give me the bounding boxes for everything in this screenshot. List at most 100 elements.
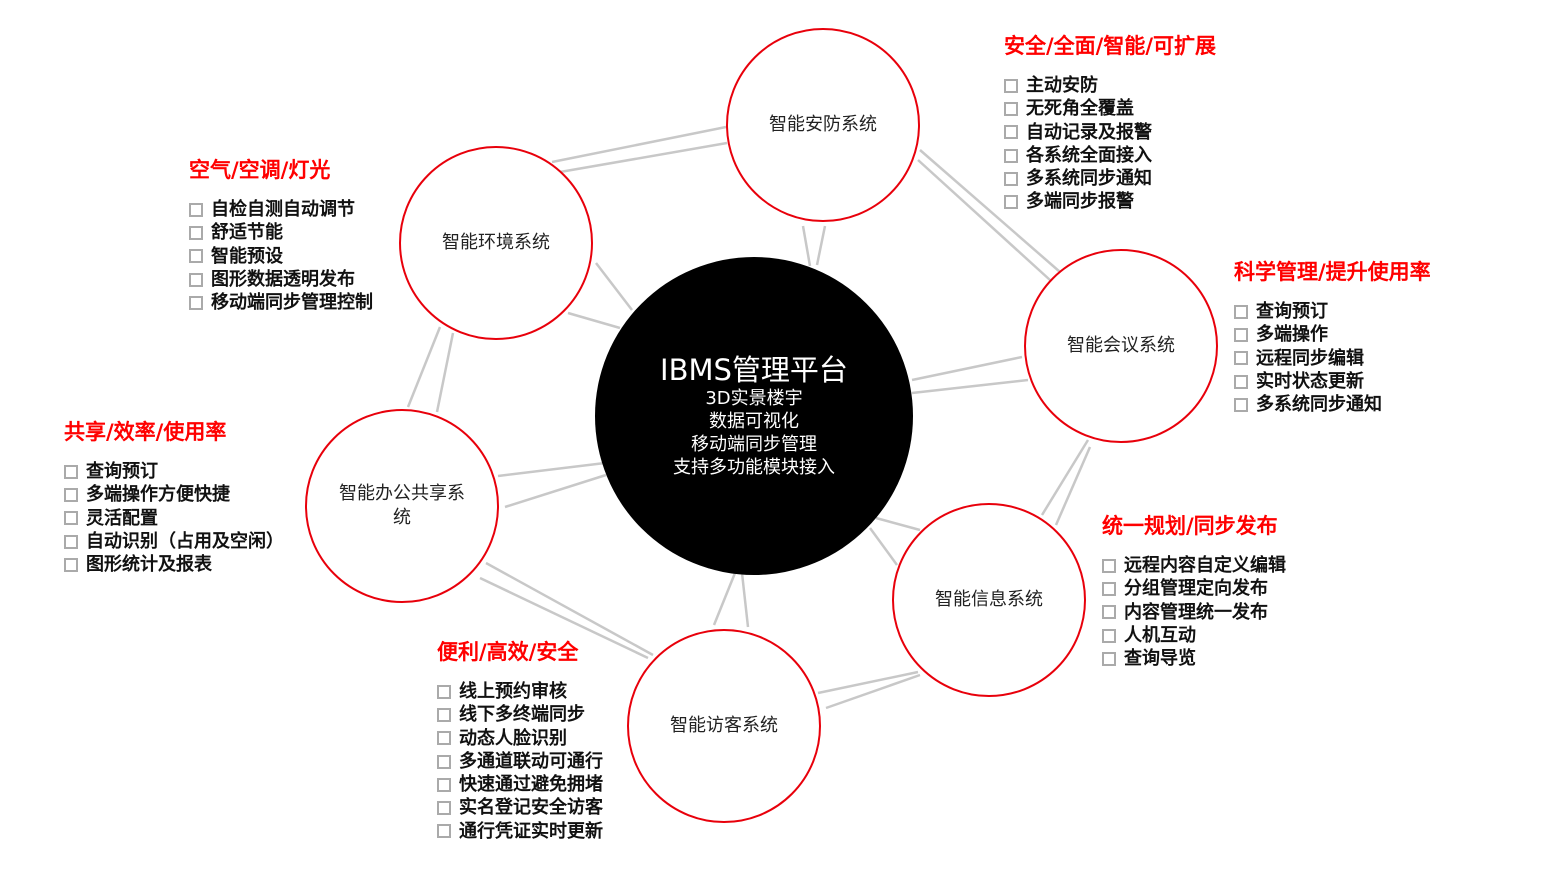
feature-item: 动态人脸识别 [437,727,603,750]
feature-label: 自动识别（占用及空闲） [86,530,284,552]
hub-line: 3D实景楼宇 [705,388,803,409]
node-meeting: 智能会议系统 [1024,249,1218,443]
group-office: 共享/效率/使用率 查询预订多端操作方便快捷灵活配置自动识别（占用及空闲）图形统… [64,416,284,576]
feature-item: 主动安防 [1004,74,1216,97]
checkbox-icon [64,534,78,549]
feature-item: 分组管理定向发布 [1102,577,1286,600]
feature-item: 人机互动 [1102,624,1286,647]
group-title: 统一规划/同步发布 [1102,514,1278,538]
group-visitor: 便利/高效/安全 线上预约审核线下多终端同步动态人脸识别多通道联动可通行快速通过… [437,636,603,843]
checkbox-icon [1004,148,1018,163]
checkbox-icon [437,824,451,839]
hub-line: 支持多功能模块接入 [673,457,835,478]
feature-label: 舒适节能 [211,222,283,244]
feature-item: 智能预设 [189,245,373,268]
feature-item: 自检自测自动调节 [189,198,373,221]
feature-label: 自动记录及报警 [1026,121,1152,143]
feature-label: 人机互动 [1124,624,1196,646]
feature-label: 线上预约审核 [459,681,567,702]
feature-label: 移动端同步管理控制 [211,292,373,314]
checkbox-icon [189,225,203,240]
checkbox-icon [64,464,78,479]
checkbox-icon [1102,581,1116,596]
feature-label: 无死角全覆盖 [1026,98,1134,120]
feature-label: 实名登记安全访客 [459,797,603,819]
checkbox-icon [64,487,78,502]
feature-label: 线下多终端同步 [459,704,585,726]
checkbox-icon [1234,304,1248,319]
feature-label: 多端操作方便快捷 [86,484,230,506]
feature-item: 图形统计及报表 [64,553,284,576]
checkbox-icon [437,801,451,816]
checkbox-icon [1234,374,1248,389]
feature-item: 查询预订 [1234,300,1431,323]
feature-label: 图形统计及报表 [86,554,212,576]
feature-item: 图形数据透明发布 [189,268,373,291]
hub-title: IBMS管理平台 [660,353,848,387]
checkbox-icon [1234,351,1248,366]
feature-item: 查询预订 [64,460,284,483]
checkbox-icon [437,684,451,699]
node-office: 智能办公共享系统 [305,409,499,603]
feature-label: 多通道联动可通行 [459,750,603,772]
checkbox-icon [189,272,203,287]
feature-label: 查询预订 [86,461,158,482]
group-meeting: 科学管理/提升使用率 查询预订多端操作远程同步编辑实时状态更新多系统同步通知 [1234,256,1431,416]
feature-item: 无死角全覆盖 [1004,97,1216,120]
feature-item: 自动识别（占用及空闲） [64,530,284,553]
feature-item: 实名登记安全访客 [437,796,603,819]
feature-label: 图形数据透明发布 [211,268,355,290]
checkbox-icon [189,249,203,264]
feature-item: 移动端同步管理控制 [189,291,373,314]
feature-item: 多通道联动可通行 [437,750,603,773]
group-security: 安全/全面/智能/可扩展 主动安防无死角全覆盖自动记录及报警各系统全面接入多系统… [1004,30,1216,214]
feature-label: 多端操作 [1256,324,1328,346]
checkbox-icon [1004,78,1018,93]
node-visitor: 智能访客系统 [627,629,821,823]
feature-item: 舒适节能 [189,221,373,244]
node-info: 智能信息系统 [892,503,1086,697]
checkbox-icon [1102,651,1116,666]
group-environment: 空气/空调/灯光 自检自测自动调节舒适节能智能预设图形数据透明发布移动端同步管理… [189,154,373,314]
feature-label: 分组管理定向发布 [1124,578,1268,600]
group-title: 共享/效率/使用率 [64,420,227,444]
feature-item: 自动记录及报警 [1004,121,1216,144]
group-title: 科学管理/提升使用率 [1234,260,1431,284]
node-security: 智能安防系统 [726,28,920,222]
feature-item: 查询导览 [1102,647,1286,670]
checkbox-icon [1004,195,1018,210]
feature-label: 查询预订 [1256,301,1328,322]
feature-label: 查询导览 [1124,648,1196,670]
feature-item: 多端操作方便快捷 [64,483,284,506]
feature-label: 多端同步报警 [1026,191,1134,213]
checkbox-icon [1102,605,1116,620]
feature-item: 多端操作 [1234,323,1431,346]
checkbox-icon [1004,171,1018,186]
checkbox-icon [1102,628,1116,643]
feature-item: 快速通过避免拥堵 [437,773,603,796]
checkbox-icon [437,707,451,722]
feature-label: 快速通过避免拥堵 [459,774,603,796]
feature-label: 各系统全面接入 [1026,144,1152,166]
feature-label: 自检自测自动调节 [211,199,355,220]
feature-item: 多系统同步通知 [1004,167,1216,190]
feature-label: 通行凭证实时更新 [459,820,603,842]
feature-label: 远程内容自定义编辑 [1124,555,1286,576]
group-title: 空气/空调/灯光 [189,158,331,182]
checkbox-icon [64,557,78,572]
node-environment: 智能环境系统 [399,146,593,340]
checkbox-icon [64,511,78,526]
feature-item: 通行凭证实时更新 [437,820,603,843]
feature-item: 灵活配置 [64,507,284,530]
checkbox-icon [1102,558,1116,573]
checkbox-icon [1004,101,1018,116]
ibms-platform-hub: IBMS管理平台 3D实景楼宇 数据可视化 移动端同步管理 支持多功能模块接入 [595,257,913,575]
feature-label: 灵活配置 [86,507,158,529]
feature-label: 动态人脸识别 [459,727,567,749]
feature-label: 多系统同步通知 [1256,394,1382,416]
checkbox-icon [189,202,203,217]
hub-line: 数据可视化 [709,411,799,432]
feature-label: 多系统同步通知 [1026,168,1152,190]
feature-label: 智能预设 [211,245,283,267]
